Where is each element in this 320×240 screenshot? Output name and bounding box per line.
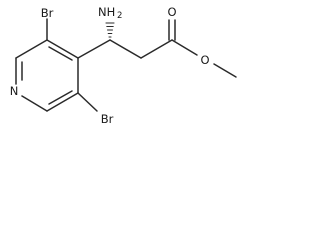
pyridine-ring bbox=[15, 39, 79, 112]
ring-double-bond-c3-c4 bbox=[48, 46, 73, 61]
carbonyl-oxygen-label: O bbox=[167, 5, 176, 19]
ring-bond-c3-c4 bbox=[46, 39, 79, 59]
bond-ch2-to-carbonyl bbox=[140, 39, 173, 59]
ring-bond-c5-c6 bbox=[46, 92, 79, 112]
bromine-bottom-label: Br bbox=[101, 112, 114, 126]
hashed-wedge-bond bbox=[105, 22, 115, 38]
ester-oxygen-label: O bbox=[200, 53, 209, 67]
bond-carbonyl-to-ester-oxygen bbox=[171, 39, 198, 56]
bond-chiral-to-ch2 bbox=[109, 39, 142, 59]
pyridine-nitrogen-label: N bbox=[10, 84, 19, 98]
ring-bond-c2-c3 bbox=[15, 39, 48, 59]
bond-ester-oxygen-to-methyl bbox=[213, 63, 237, 78]
bond-c5-br bbox=[77, 92, 98, 112]
amine-subscript-label: 2 bbox=[117, 11, 122, 21]
bond-ring-to-chiral-carbon bbox=[77, 39, 111, 59]
ring-bond-c6-n bbox=[21, 95, 48, 112]
bromine-top-label: Br bbox=[41, 6, 54, 20]
amine-label: NH bbox=[98, 5, 115, 19]
ring-double-bond-c5-c6 bbox=[48, 90, 73, 105]
structure-diagram: Br Br N NH 2 O O bbox=[10, 5, 237, 126]
